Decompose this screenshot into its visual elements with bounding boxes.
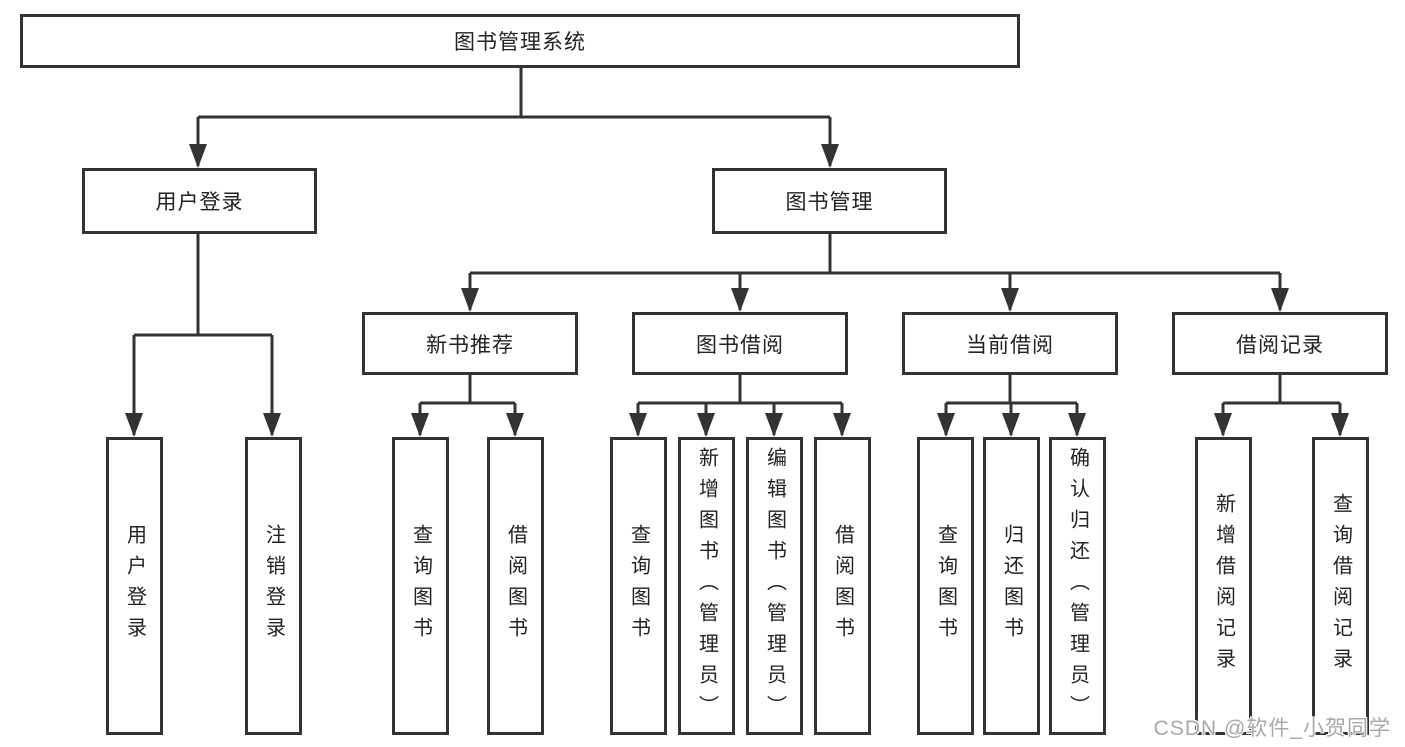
- node-library-management-system: 图书管理系统: [20, 14, 1020, 68]
- leaf-borrow-books-2: 借阅图书: [814, 437, 871, 735]
- node-label: 图书管理系统: [454, 31, 586, 54]
- node-label: 当前借阅: [966, 333, 1054, 357]
- node-label: 用户登录: [123, 524, 146, 648]
- node-label: 图书借阅: [696, 333, 784, 357]
- node-label: 新增借阅记录: [1212, 493, 1235, 679]
- leaf-query-borrow-record: 查询借阅记录: [1312, 437, 1369, 735]
- node-label: 新书推荐: [426, 333, 514, 357]
- leaf-add-borrow-record: 新增借阅记录: [1195, 437, 1252, 735]
- leaf-query-books-3: 查询图书: [917, 437, 974, 735]
- node-label: 图书管理: [785, 191, 874, 214]
- arrowheads: [125, 144, 1349, 437]
- node-book-management: 图书管理: [712, 168, 947, 234]
- node-borrowing-records: 借阅记录: [1172, 312, 1388, 375]
- leaf-user-login: 用户登录: [106, 437, 163, 735]
- node-current-borrowing: 当前借阅: [902, 312, 1118, 375]
- leaf-return-books: 归还图书: [983, 437, 1040, 735]
- node-label: 借阅图书: [831, 524, 854, 648]
- leaf-logout: 注销登录: [245, 437, 302, 735]
- csdn-watermark: CSDN @软件_小贺同学: [1153, 717, 1391, 740]
- node-new-book-recommendation: 新书推荐: [362, 312, 578, 375]
- node-label: 借阅图书: [504, 524, 527, 648]
- node-label: 归还图书: [1000, 524, 1023, 648]
- node-book-borrowing: 图书借阅: [632, 312, 848, 375]
- node-label: 编辑图书（管理员）: [763, 446, 786, 726]
- leaf-edit-book-admin: 编辑图书（管理员）: [746, 437, 803, 735]
- leaf-confirm-return-admin: 确认归还（管理员）: [1049, 437, 1106, 735]
- node-user-login: 用户登录: [82, 168, 317, 234]
- node-label: 查询图书: [934, 524, 957, 648]
- leaf-borrow-books-1: 借阅图书: [487, 437, 544, 735]
- node-label: 查询图书: [627, 524, 650, 648]
- node-label: 确认归还（管理员）: [1066, 446, 1089, 726]
- leaf-query-books-2: 查询图书: [610, 437, 667, 735]
- leaf-query-books-1: 查询图书: [392, 437, 449, 735]
- node-label: 注销登录: [262, 524, 285, 648]
- node-label: 用户登录: [155, 191, 244, 214]
- node-label: 借阅记录: [1236, 333, 1324, 357]
- leaf-add-book-admin: 新增图书（管理员）: [678, 437, 735, 735]
- node-label: 查询图书: [409, 524, 432, 648]
- node-label: 查询借阅记录: [1329, 493, 1352, 679]
- node-label: 新增图书（管理员）: [695, 446, 718, 726]
